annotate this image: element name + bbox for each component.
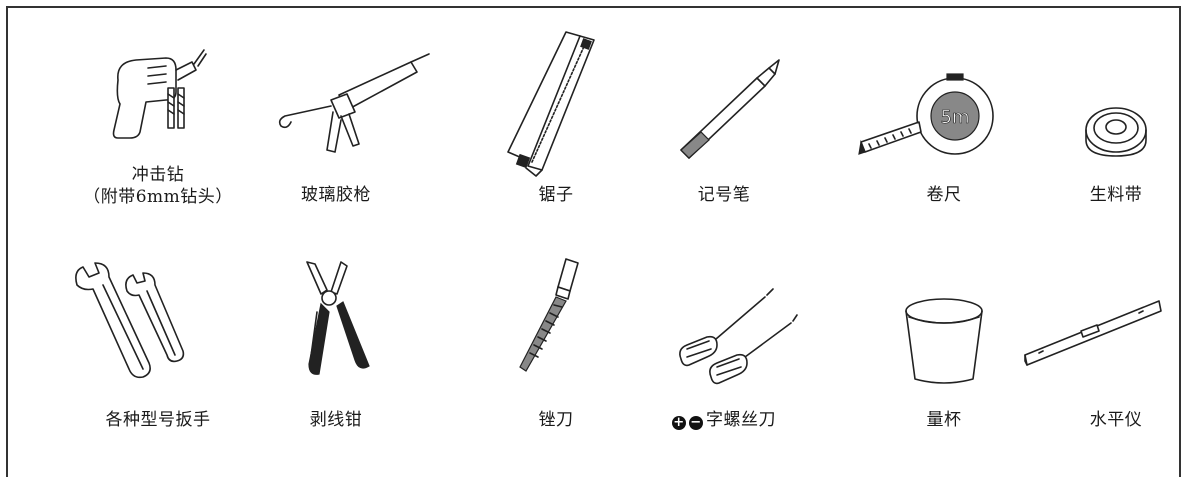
tool-measuring-cup: 量杯 xyxy=(859,255,1029,435)
plus-icon: + xyxy=(672,415,686,430)
tool-ptfe-tape: 生料带 xyxy=(1031,40,1189,220)
measuring-cup-icon xyxy=(905,298,983,384)
spirit-level-icon xyxy=(1024,300,1162,366)
file-icon xyxy=(519,258,579,372)
tool-marker: 记号笔 xyxy=(639,40,809,220)
tool-label: 冲击钻 （附带6mm钻头） xyxy=(83,165,233,207)
tool-label: 记号笔 xyxy=(697,185,751,205)
tape-measure-icon: 5m xyxy=(858,73,994,155)
tool-label: 剥线钳 xyxy=(309,410,363,430)
tools-panel xyxy=(6,6,1181,477)
tool-file: 锉刀 xyxy=(471,255,641,435)
screwdriver-icon xyxy=(679,288,798,385)
tool-label: 玻璃胶枪 xyxy=(301,185,371,205)
tool-label: 生料带 xyxy=(1089,185,1143,205)
tool-label: 卷尺 xyxy=(926,185,962,205)
tool-label: +−字螺丝刀 xyxy=(672,410,776,430)
tool-label: 量杯 xyxy=(926,410,962,430)
svg-text:5m: 5m xyxy=(941,107,970,128)
tool-impact-drill: 冲击钻 （附带6mm钻头） xyxy=(73,40,243,220)
marker-icon xyxy=(680,59,780,159)
impact-drill-icon xyxy=(112,49,207,139)
tool-tape-measure: 5m 卷尺 xyxy=(858,40,1029,220)
tool-wire-strippers: 剥线钳 xyxy=(251,255,421,435)
tool-wrenches: 各种型号扳手 xyxy=(73,255,243,435)
tool-saw: 锯子 xyxy=(471,30,641,210)
tool-spirit-level: 水平仪 xyxy=(1024,255,1189,435)
tool-label: 各种型号扳手 xyxy=(105,410,211,430)
saw-icon xyxy=(507,31,595,177)
minus-icon: − xyxy=(689,415,703,430)
tool-label: 水平仪 xyxy=(1089,410,1143,430)
tool-caulking-gun: 玻璃胶枪 xyxy=(251,40,430,220)
tool-label: 锯子 xyxy=(538,185,574,205)
wrench-icon xyxy=(75,262,185,379)
wire-strippers-icon xyxy=(306,261,370,375)
tool-screwdrivers: +−字螺丝刀 xyxy=(639,255,809,435)
tool-label: 锉刀 xyxy=(538,410,574,430)
ptfe-tape-icon xyxy=(1085,107,1147,157)
caulking-gun-icon xyxy=(278,53,430,153)
